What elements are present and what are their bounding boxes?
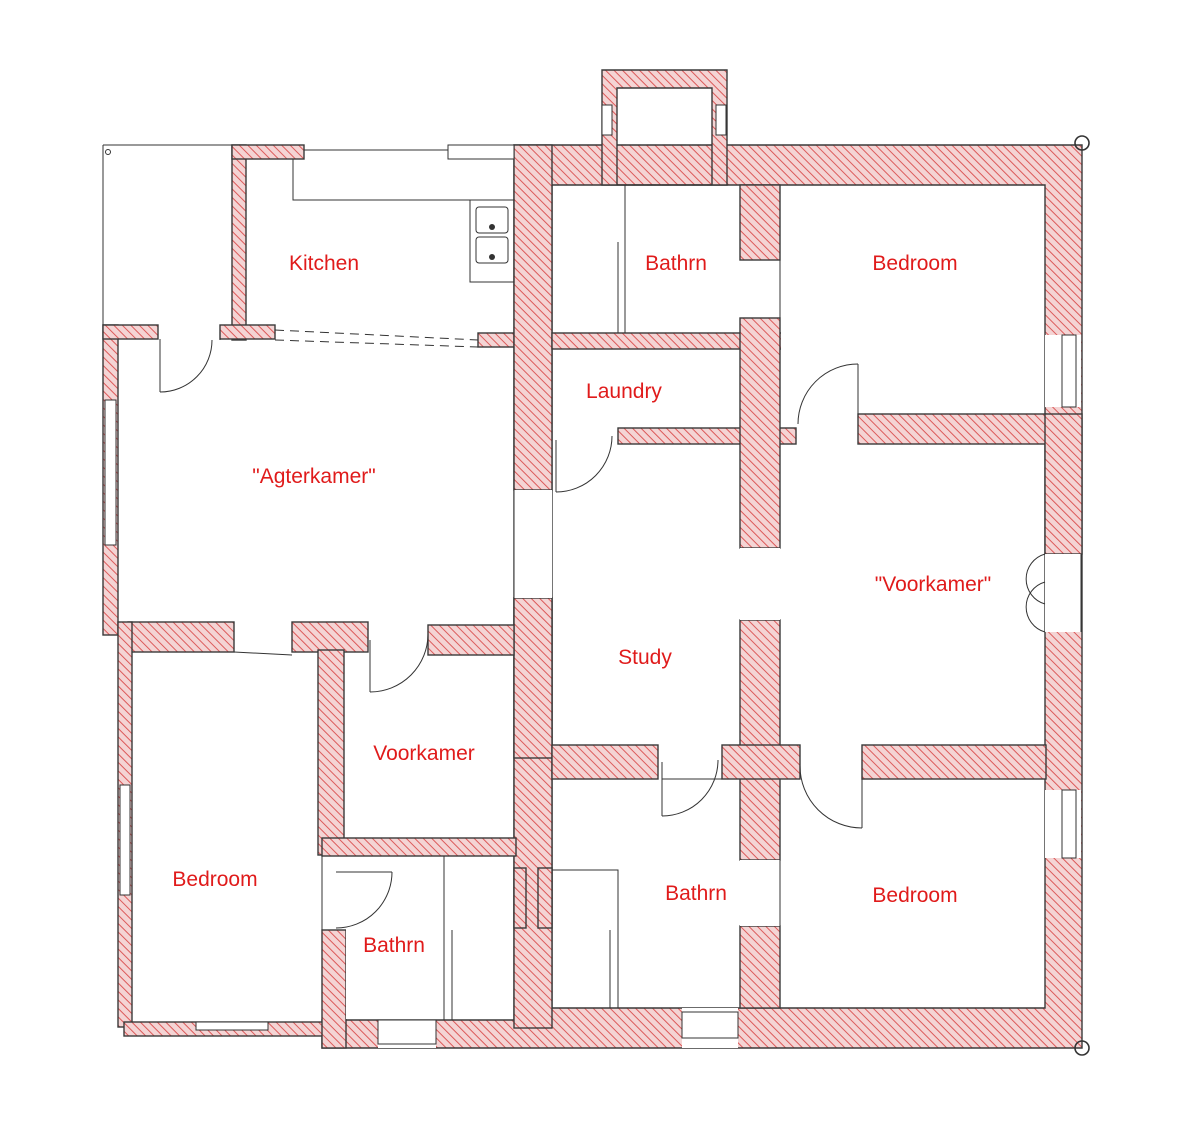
- bedroom-left-north-wall-a: [127, 621, 235, 653]
- fixtures: [102, 104, 1090, 1056]
- chimney-bay-wall: [601, 69, 728, 186]
- room-label-bathrn-top: Bathrn: [645, 252, 707, 275]
- kitchen-south-wall-b: [477, 332, 515, 348]
- room-label-laundry: Laundry: [586, 380, 662, 403]
- voorkamer-west-wall: [317, 649, 345, 856]
- room-label-study: Study: [618, 646, 672, 669]
- voorkamer-q-east-wall-top: [1044, 413, 1083, 555]
- room-label-bedroom-top-right: Bedroom: [872, 252, 957, 275]
- room-label-voorkamer: Voorkamer: [373, 742, 475, 765]
- kitchen-north-wall: [231, 144, 305, 160]
- walls: [102, 69, 1083, 1049]
- bedroom-tr-west-wall: [739, 317, 781, 549]
- agterkamer-nw-wall: [102, 324, 159, 340]
- bathrn-bl-west-wall: [321, 929, 347, 1049]
- room-label-voorkamer-quoted: "Voorkamer": [875, 573, 991, 596]
- bathrn-mid-stub: [537, 867, 553, 929]
- cross-wall-middle: [721, 744, 801, 780]
- voorkamer-south-wall: [321, 837, 517, 857]
- bedroom-left-north-wall-b: [291, 621, 369, 653]
- study-south-wall: [551, 744, 659, 780]
- bathrn-top-east-wall: [739, 184, 781, 261]
- bathrn-bl-stub: [513, 867, 527, 929]
- bedroom-br-north-wall: [861, 744, 1047, 780]
- room-label-bedroom-left: Bedroom: [172, 868, 257, 891]
- room-label-bathrn-bottom-left: Bathrn: [363, 934, 425, 957]
- room-floors: [346, 186, 1081, 1048]
- room-label-bathrn-middle: Bathrn: [665, 882, 727, 905]
- kitchen-west-wall: [231, 144, 247, 341]
- room-label-bedroom-bottom-right: Bedroom: [872, 884, 957, 907]
- study-east-wall: [739, 619, 781, 861]
- bedroom-tr-south-wall: [857, 413, 1047, 445]
- central-wall-upper: [513, 144, 553, 491]
- bathrn-mid-east-wall: [739, 925, 781, 1009]
- study-north-wall: [513, 597, 553, 759]
- voorkamer-north-wall: [427, 624, 515, 656]
- kitchen-south-wall-a: [219, 324, 276, 340]
- room-label-agterkamer: "Agterkamer": [252, 465, 375, 488]
- room-label-kitchen: Kitchen: [289, 252, 359, 275]
- doors: [159, 332, 1046, 929]
- room-labels: Kitchen Bathrn Bedroom Laundry "Agterkam…: [172, 252, 991, 957]
